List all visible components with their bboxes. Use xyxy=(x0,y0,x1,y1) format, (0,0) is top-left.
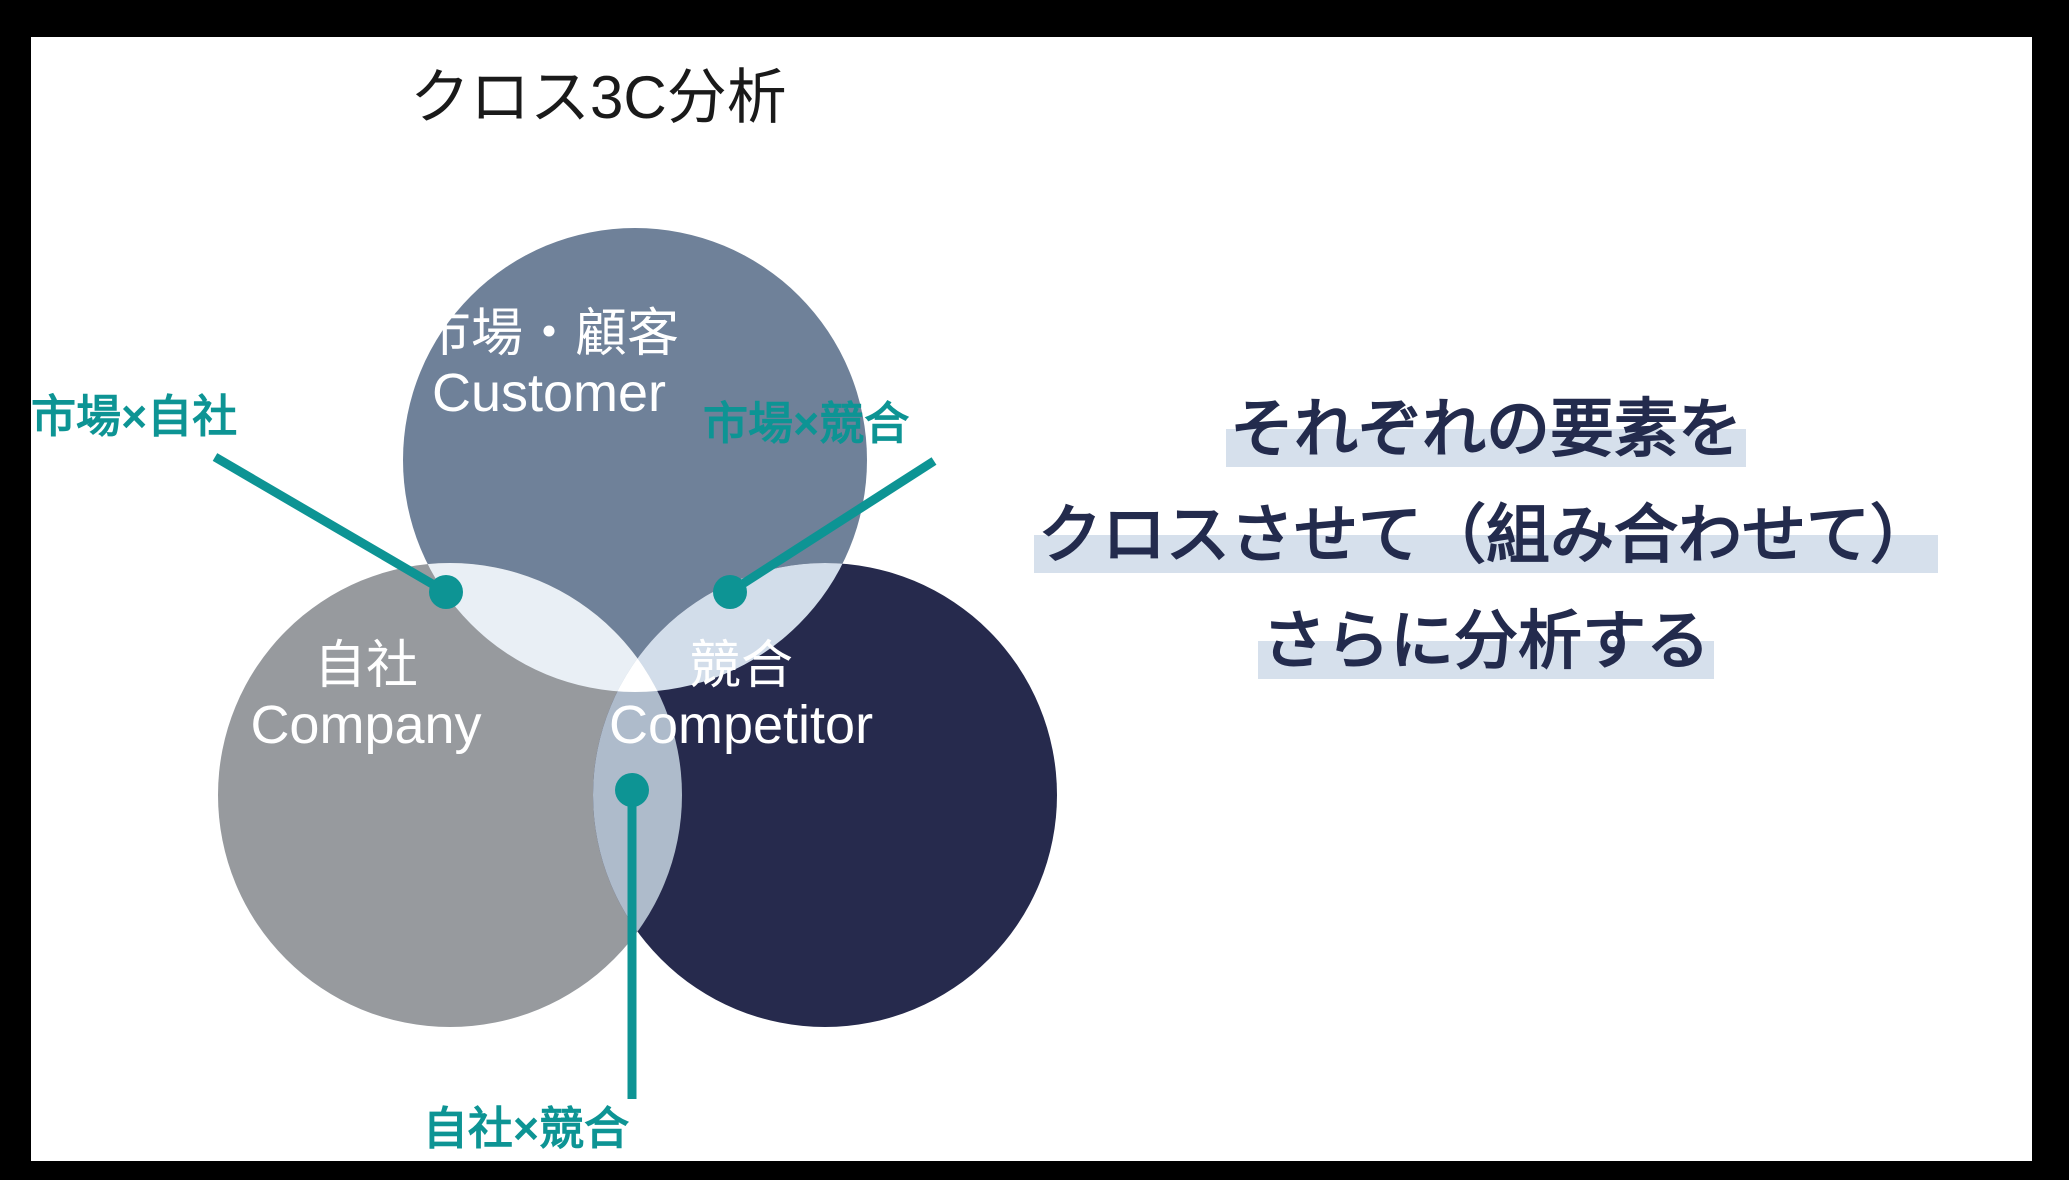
venn-overlap-customer-competitor[interactable] xyxy=(593,563,1057,1027)
explanation-line-3: さらに分析する xyxy=(961,609,2011,679)
venn-label-company: 自社 Company xyxy=(196,637,536,756)
connector-lines xyxy=(212,453,937,1099)
cross-label-market-company[interactable]: 市場×自社 xyxy=(31,391,238,442)
venn-label-competitor-ja: 競合 xyxy=(688,637,793,695)
explanation-line-3-text: さらに分析する xyxy=(1258,609,1714,679)
venn-diagram xyxy=(212,228,1057,1099)
connector-dot-company-competitor xyxy=(615,773,649,807)
cross-label-market-competitor[interactable]: 市場×競合 xyxy=(703,398,910,449)
connector-dot-market-competitor xyxy=(713,575,747,609)
connector-market-company xyxy=(212,453,449,596)
venn-label-company-en: Company xyxy=(250,695,482,756)
venn-overlap-customer-company[interactable] xyxy=(218,563,682,1027)
explanation-text-block: それぞれの要素を クロスさせて（組み合わせて） さらに分析する xyxy=(961,397,2011,715)
explanation-line-2-text: クロスさせて（組み合わせて） xyxy=(1034,503,1938,573)
connector-market-competitor xyxy=(727,457,937,596)
slide-card: クロス3C分析 xyxy=(31,37,2032,1161)
venn-label-company-ja: 自社 xyxy=(313,637,418,695)
explanation-line-2: クロスさせて（組み合わせて） xyxy=(961,503,2011,573)
venn-label-competitor-en: Competitor xyxy=(608,695,874,756)
venn-label-customer-ja: 市場・顧客 xyxy=(418,305,679,363)
explanation-line-1: それぞれの要素を xyxy=(961,397,2011,467)
venn-label-customer: 市場・顧客 Customer xyxy=(379,305,719,424)
cross-label-company-competitor[interactable]: 自社×競合 xyxy=(422,1103,630,1154)
explanation-line-1-text: それぞれの要素を xyxy=(1226,397,1746,467)
venn-label-customer-en: Customer xyxy=(431,363,667,424)
venn-label-competitor: 競合 Competitor xyxy=(571,637,911,756)
connector-dot-market-company xyxy=(429,575,463,609)
page-title: クロス3C分析 xyxy=(410,64,787,131)
